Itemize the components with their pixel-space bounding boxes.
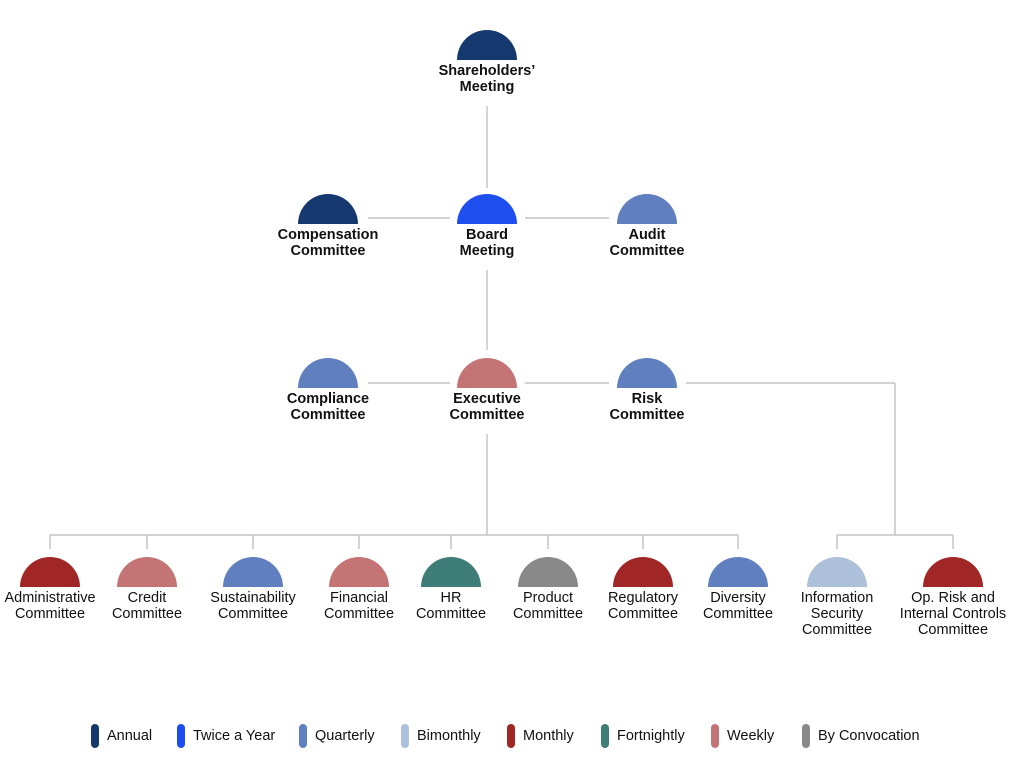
node-label-line: Risk [631, 391, 663, 407]
node-label-line: Administrative [4, 590, 96, 606]
node-label: Shareholders’Meeting [412, 63, 562, 95]
node-label-line: Shareholders’ [438, 63, 536, 79]
legend: Annual Twice a Year Quarterly Bimonthly Mont… [0, 722, 1011, 750]
node-label-line: HR [440, 590, 462, 606]
node-label-line: Committee [14, 606, 86, 622]
node-label-line: Committee [449, 407, 525, 423]
node-label-line: Committee [290, 407, 366, 423]
legend-label: Monthly [523, 728, 574, 744]
legend-item-by-convocation: By Convocation [802, 722, 920, 750]
legend-swatch [802, 724, 810, 748]
node-label-line: Committee [323, 606, 395, 622]
legend-swatch [177, 724, 185, 748]
node-label-line: Committee [801, 622, 873, 638]
node-label-line: Committee [512, 606, 584, 622]
node-label-line: Internal Controls [899, 606, 1007, 622]
node-label-line: Board [466, 227, 508, 243]
legend-item-weekly: Weekly [711, 722, 774, 750]
legend-label: Annual [107, 728, 153, 744]
node-label-line: Committee [111, 606, 183, 622]
legend-label: Fortnightly [617, 728, 685, 744]
node-label-line: Credit [127, 590, 167, 606]
node-label-line: Financial [329, 590, 389, 606]
legend-item-fortnightly: Fortnightly [601, 722, 685, 750]
legend-label: By Convocation [818, 728, 920, 744]
node-label-line: Product [523, 590, 573, 606]
node-label-line: Committee [917, 622, 989, 638]
node-label-line: Committee [702, 606, 774, 622]
node-label-line: Committee [609, 407, 685, 423]
node-label-line: Diversity [710, 590, 766, 606]
node-label-line: Sustainability [210, 590, 296, 606]
node-label-line: Meeting [459, 243, 515, 259]
node-label-line: Committee [609, 243, 685, 259]
node-label-line: Compensation [277, 227, 379, 243]
node-label-line: Committee [217, 606, 289, 622]
legend-swatch [601, 724, 609, 748]
legend-item-bimonthly: Bimonthly [401, 722, 481, 750]
node-label-line: Audit [628, 227, 666, 243]
legend-label: Quarterly [315, 728, 375, 744]
legend-label: Bimonthly [417, 728, 481, 744]
legend-swatch [91, 724, 99, 748]
node-label-line: Committee [415, 606, 487, 622]
node-label-line: Executive [453, 391, 521, 407]
node-label-line: Information [800, 590, 874, 606]
legend-item-quarterly: Quarterly [299, 722, 375, 750]
legend-swatch [507, 724, 515, 748]
legend-label: Weekly [727, 728, 775, 744]
legend-swatch [299, 724, 307, 748]
node-label-line: Committee [290, 243, 366, 259]
legend-swatch [401, 724, 409, 748]
node-label-line: Compliance [286, 391, 370, 407]
node-label-line: Regulatory [607, 590, 679, 606]
legend-item-annual: Annual [91, 722, 152, 750]
node-label-line: Committee [607, 606, 679, 622]
legend-item-twice-a-year: Twice a Year [177, 722, 275, 750]
node-label-line: Meeting [459, 79, 515, 95]
legend-item-monthly: Monthly [507, 722, 574, 750]
node-label-line: Op. Risk and [911, 590, 995, 606]
legend-label: Twice a Year [193, 728, 276, 744]
legend-swatch [711, 724, 719, 748]
node-label-line: Security [810, 606, 864, 622]
